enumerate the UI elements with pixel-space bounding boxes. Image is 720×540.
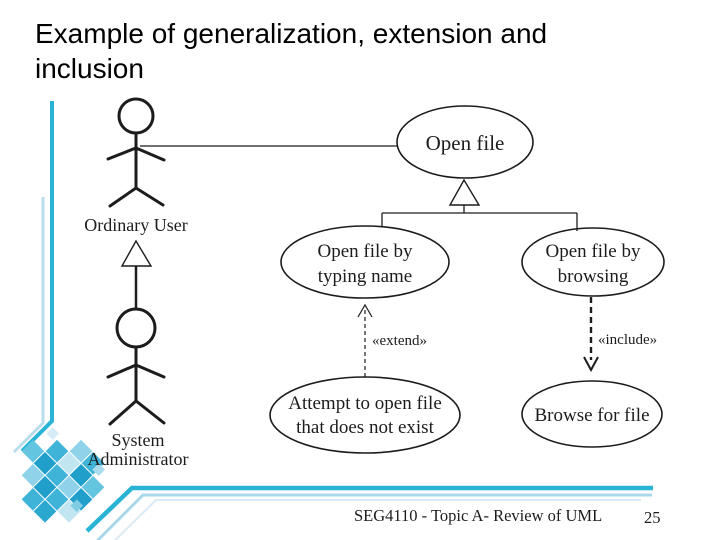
extend-arrow: [357, 303, 373, 378]
footer-course-label: SEG4110 - Topic A- Review of UML: [354, 506, 603, 525]
use-case-attempt-open: [269, 376, 461, 454]
slide-title-line2: inclusion: [35, 53, 144, 84]
open-by-browsing-label-line2: browsing: [558, 266, 629, 287]
use-case-browse-for-file: [521, 380, 663, 448]
use-case-open-by-browsing: [521, 227, 665, 297]
corner-mosaic-icon: [21, 427, 106, 523]
use-case-generalization-lines: [381, 205, 578, 231]
actor-generalization-triangle-icon: [120, 239, 153, 267]
left-light-line: [12, 197, 45, 454]
open-by-typing-label-line1: Open file by: [318, 241, 413, 262]
use-case-open-by-typing: [280, 225, 450, 299]
open-by-browsing-label-line1: Open file by: [546, 241, 641, 262]
bottom-teal-line: [85, 485, 653, 533]
attempt-open-label-line1: Attempt to open file: [288, 393, 442, 414]
ordinary-user-label: Ordinary User: [84, 215, 187, 235]
generalization-triangle-icon: [448, 178, 481, 206]
browse-for-file-label: Browse for file: [534, 405, 649, 426]
system-administrator-label-line1: System: [111, 430, 164, 450]
include-arrowhead-icon: [583, 356, 599, 373]
open-by-typing-label-line2: typing name: [318, 266, 412, 287]
slide-title: Example of generalization, extension and…: [35, 16, 675, 86]
include-stereotype-label: «include»: [598, 332, 657, 348]
system-administrator-label-line2: Administrator: [88, 449, 189, 469]
bottom-light-line: [95, 493, 652, 540]
use-case-open-file: [396, 105, 534, 179]
page-number: 25: [644, 508, 661, 527]
attempt-open-label-line2: that does not exist: [296, 417, 434, 438]
bottom-faint-line: [113, 499, 641, 540]
slide-title-line1: Example of generalization, extension and: [35, 18, 548, 49]
extend-arrowhead-icon: [357, 303, 373, 318]
open-file-label: Open file: [426, 131, 505, 155]
actor-ordinary-user-icon: [106, 97, 166, 208]
extend-stereotype-label: «extend»: [372, 333, 427, 349]
actor-system-administrator-icon: [106, 307, 166, 426]
include-arrow: [583, 297, 599, 373]
